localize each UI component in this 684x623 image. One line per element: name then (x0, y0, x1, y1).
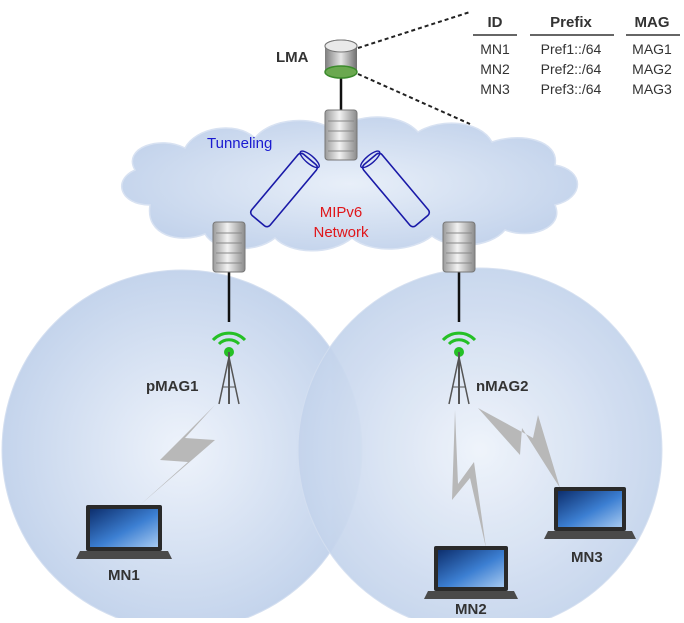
table-cell: MAG2 (632, 61, 672, 77)
table-cell: Pref2::/64 (541, 61, 602, 77)
mipv6-cloud (120, 116, 579, 252)
tunnel-left (249, 150, 320, 228)
lightning-mn2-icon (452, 410, 486, 548)
lightning-mn3-icon (478, 408, 560, 488)
laptop-mn3-icon (544, 487, 636, 539)
tunneling-label: Tunneling (207, 135, 272, 152)
mag-left-label: pMAG1 (146, 378, 199, 395)
table-cell: MN1 (480, 41, 510, 57)
tunnel-right (360, 150, 431, 228)
network-label-line1: MIPv6 (320, 204, 363, 221)
antenna-left-icon (211, 331, 247, 405)
table-cell: MAG1 (632, 41, 672, 57)
mag-right-label: nMAG2 (476, 378, 529, 395)
table-callout (357, 11, 471, 125)
laptop-mn1-icon (76, 505, 172, 559)
server-right-icon (442, 221, 476, 273)
server-left-icon (212, 221, 246, 273)
server-top-icon (324, 109, 358, 161)
mn1-label: MN1 (108, 567, 140, 584)
lma-router-icon (324, 39, 358, 79)
table-cell: MAG3 (632, 81, 672, 97)
table-cell: MN2 (480, 61, 510, 77)
table-cell: Pref1::/64 (541, 41, 602, 57)
binding-table: ID Prefix MAG MN1 Pref1::/64 MAG1 MN2 Pr… (473, 14, 680, 97)
table-header-id: ID (488, 14, 503, 31)
laptop-mn2-icon (424, 546, 518, 599)
lightning-mn1-icon (140, 405, 215, 505)
table-cell: MN3 (480, 81, 510, 97)
mn2-label: MN2 (455, 601, 487, 618)
table-header-mag: MAG (635, 14, 670, 31)
antenna-right-icon (441, 331, 477, 405)
lma-label: LMA (276, 49, 309, 66)
links (227, 78, 461, 322)
mn3-label: MN3 (571, 549, 603, 566)
network-label-line2: Network (313, 224, 369, 241)
table-header-prefix: Prefix (550, 14, 592, 31)
table-cell: Pref3::/64 (541, 81, 602, 97)
